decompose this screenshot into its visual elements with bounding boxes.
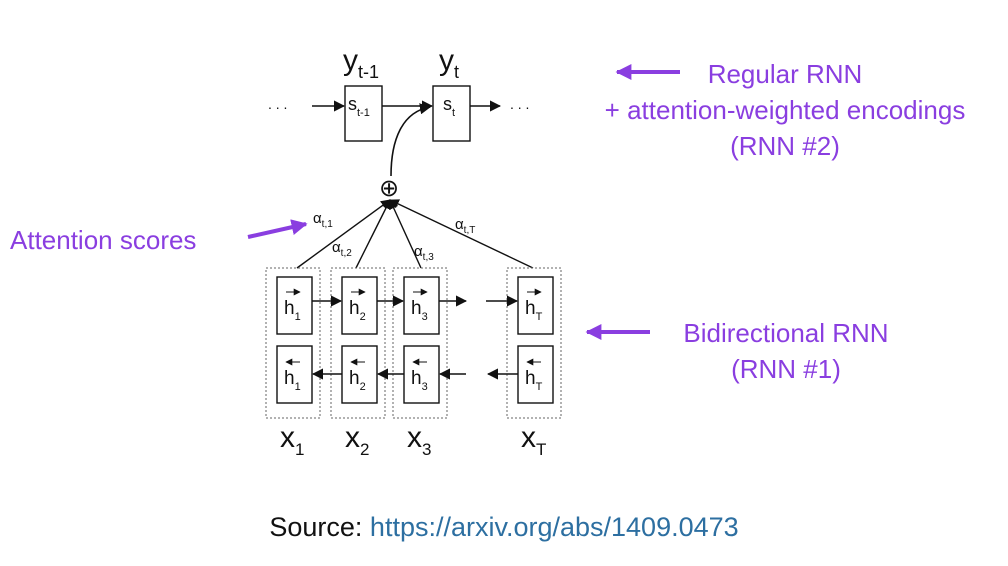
- svg-text:hT: hT: [525, 298, 543, 323]
- attention-scores-label: Attention scores: [10, 225, 196, 255]
- svg-text:h3: h3: [411, 368, 428, 393]
- forward-box-1: [276, 276, 313, 335]
- weight-label-3: αt,3: [414, 243, 434, 263]
- decoder-ellipsis-left: . . .: [268, 96, 287, 112]
- svg-text:h3: h3: [411, 298, 428, 323]
- source-label: Source:: [269, 512, 363, 542]
- attention-line-1: [296, 199, 391, 269]
- svg-text:h2: h2: [349, 368, 366, 393]
- forward-label-T: hT: [525, 288, 543, 323]
- input-x1: x1: [280, 421, 304, 459]
- source-link[interactable]: https://arxiv.org/abs/1409.0473: [369, 512, 739, 542]
- forward-box-3: [403, 276, 440, 335]
- weight-label-1: αt,1: [313, 210, 333, 230]
- decoder-ellipsis-right: . . .: [510, 96, 529, 112]
- encoder-column-2: [330, 267, 386, 419]
- encoder-column-1: [265, 267, 321, 419]
- context-to-state-arrow: [390, 103, 432, 177]
- combine-node: ⊕: [379, 175, 399, 202]
- decoder-output-prev: yt-1: [343, 44, 379, 82]
- encoder-column-T: [506, 267, 562, 419]
- input-x2: x2: [345, 421, 369, 459]
- svg-text:h1: h1: [284, 368, 301, 393]
- backward-label-3: h3: [411, 358, 428, 393]
- backward-label-2: h2: [349, 358, 366, 393]
- svg-text:h1: h1: [284, 298, 301, 323]
- backward-label-1: h1: [284, 358, 301, 393]
- regular-rnn-line-1: Regular RNN: [708, 59, 863, 89]
- regular-rnn-line-3: (RNN #2): [730, 131, 840, 161]
- forward-label-2: h2: [349, 288, 366, 323]
- weight-label-2: αt,2: [332, 239, 352, 259]
- source-citation: Source: https://arxiv.org/abs/1409.0473: [0, 512, 1008, 543]
- decoder-output-current: yt: [439, 44, 459, 82]
- svg-text:hT: hT: [525, 368, 543, 393]
- weight-label-T: αt,T: [455, 216, 475, 236]
- attention-line-2: [355, 199, 391, 269]
- input-x3: x3: [407, 421, 431, 459]
- decoder-state-box-current: [432, 85, 471, 142]
- svg-text:h2: h2: [349, 298, 366, 323]
- encoder-column-3: [392, 267, 448, 419]
- forward-label-3: h3: [411, 288, 428, 323]
- regular-rnn-line-2: + attention-weighted encodings: [605, 95, 966, 125]
- attention-line-3: [389, 199, 422, 269]
- decoder-state-prev: st-1: [348, 94, 370, 119]
- backward-label-T: hT: [525, 358, 543, 393]
- bidirectional-line-1: Bidirectional RNN: [683, 318, 888, 348]
- attention-scores-pointer-arrow: [247, 219, 308, 239]
- input-xT: xT: [521, 421, 546, 459]
- decoder-state-box-prev: [344, 85, 383, 142]
- forward-box-2: [341, 276, 378, 335]
- backward-box-T: [517, 345, 554, 404]
- forward-label-1: h1: [284, 288, 301, 323]
- attention-line-T: [389, 199, 534, 269]
- bidirectional-line-2: (RNN #1): [731, 354, 841, 384]
- backward-box-1: [276, 345, 313, 404]
- decoder-state-current: st: [443, 94, 455, 119]
